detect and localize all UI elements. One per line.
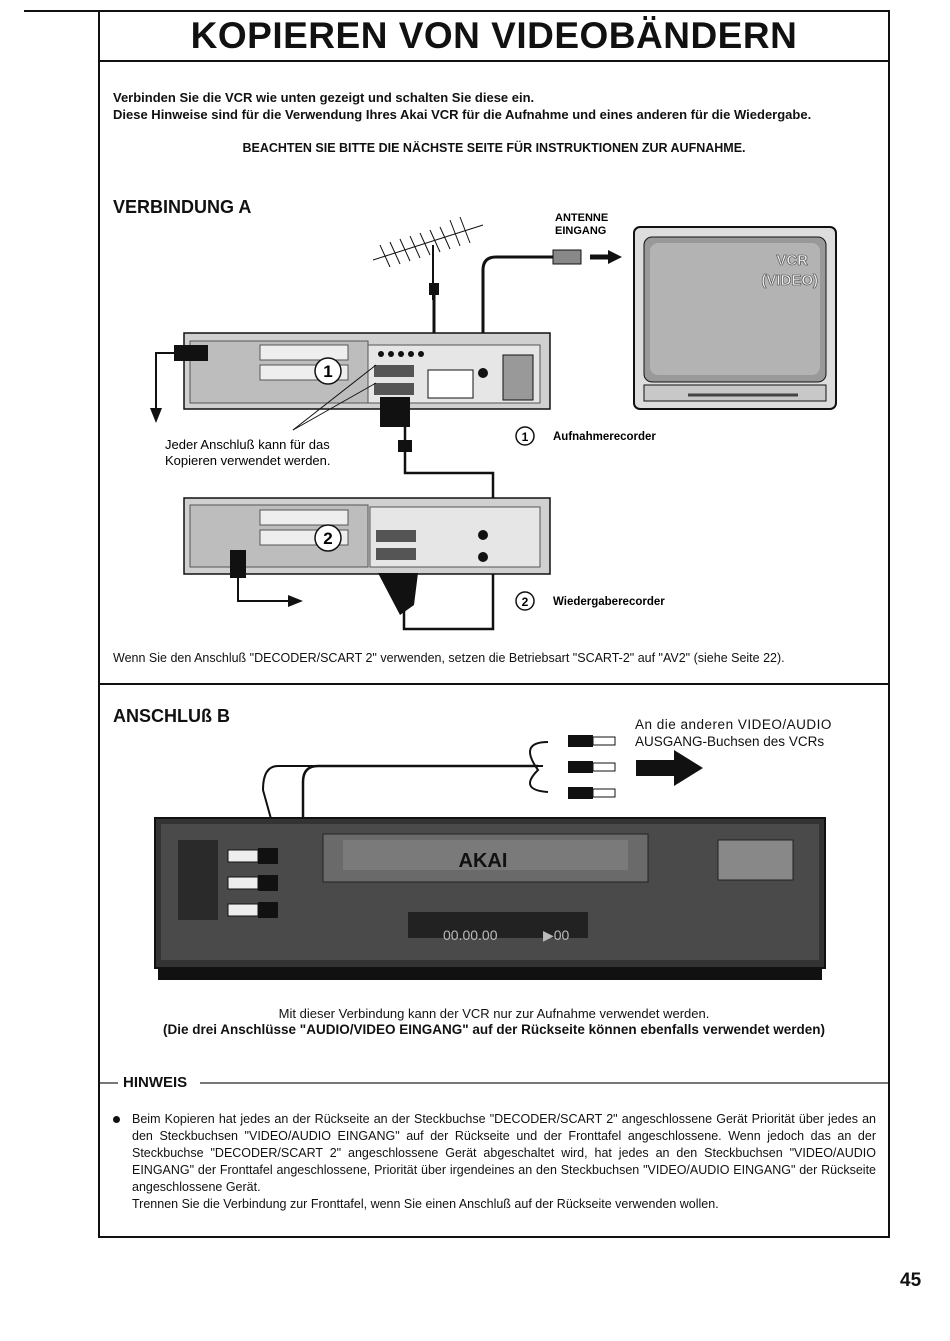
output-label-1: An die anderen VIDEO/AUDIO bbox=[635, 717, 832, 732]
recorder-2-label: 2 Wiedergaberecorder bbox=[515, 591, 665, 611]
antenna-icon bbox=[372, 216, 484, 300]
intro-line-2: Diese Hinweise sind für die Verwendung I… bbox=[113, 107, 812, 122]
page-title: KOPIEREN VON VIDEOBÄNDERN bbox=[98, 10, 890, 62]
brand-logo: AKAI bbox=[459, 850, 508, 872]
instruction-note: BEACHTEN SIE BITTE DIE NÄCHSTE SEITE FÜR… bbox=[242, 141, 746, 155]
any-connector-text-2: Kopieren verwendet werden. bbox=[165, 453, 331, 468]
section-divider bbox=[98, 683, 890, 685]
vcr-front-icon: AKAI 00.00.00 ▶00 bbox=[154, 817, 826, 980]
hinweis-text: Beim Kopieren hat jedes an der Rückseite… bbox=[132, 1112, 876, 1194]
connection-b-heading: ANSCHLUß B bbox=[113, 706, 230, 726]
display-counter: 00.00.00 bbox=[443, 927, 498, 943]
hinweis-heading: HINWEIS bbox=[123, 1074, 188, 1091]
connection-b-diagram: AKAI 00.00.00 ▶00 bbox=[154, 735, 826, 980]
display-mode: ▶00 bbox=[543, 927, 570, 943]
svg-text:2: 2 bbox=[522, 595, 529, 609]
rca-plugs-icon bbox=[568, 735, 616, 799]
bullet-icon bbox=[113, 1116, 120, 1123]
antenna-label-1: ANTENNE bbox=[555, 212, 608, 224]
hinweis-paragraph: Beim Kopieren hat jedes an der Rückseite… bbox=[132, 1111, 876, 1213]
connection-a-heading: VERBINDUNG A bbox=[113, 197, 252, 217]
hinweis-rule-left bbox=[100, 1082, 118, 1084]
top-rule bbox=[24, 10, 100, 12]
antenna-label-2: EINGANG bbox=[555, 225, 606, 237]
page-frame bbox=[98, 10, 890, 1238]
recorder-2-icon: 2 bbox=[183, 497, 551, 575]
svg-text:Aufnahmerecorder: Aufnahmerecorder bbox=[553, 431, 656, 443]
recorder-1-badge: 1 bbox=[323, 362, 332, 381]
intro-line-1: Verbinden Sie die VCR wie unten gezeigt … bbox=[113, 90, 535, 105]
arrow-right-icon bbox=[636, 750, 703, 786]
tv-icon: VCR (VIDEO) bbox=[633, 226, 837, 410]
output-label-2: AUSGANG-Buchsen des VCRs bbox=[635, 734, 825, 749]
recorder-1-label: 1 Aufnahmerecorder bbox=[515, 426, 656, 446]
svg-text:Wiedergaberecorder: Wiedergaberecorder bbox=[553, 596, 665, 608]
svg-text:1: 1 bbox=[522, 430, 529, 444]
connection-a-diagram: ANTENNE EINGANG VCR (VIDEO) 1 Jeder Ansc… bbox=[150, 212, 837, 631]
page-number: 45 bbox=[900, 1270, 922, 1291]
tv-label-2: (VIDEO) bbox=[761, 272, 818, 289]
hinweis-rule-right bbox=[200, 1082, 888, 1084]
recorder-2-badge: 2 bbox=[323, 529, 332, 548]
hinweis-text-2: Trennen Sie die Verbindung zur Fronttafe… bbox=[132, 1197, 719, 1211]
decoder-note: Wenn Sie den Anschluß "DECODER/SCART 2" … bbox=[113, 651, 785, 665]
caption-line-1: Mit dieser Verbindung kann der VCR nur z… bbox=[278, 1006, 710, 1021]
any-connector-text-1: Jeder Anschluß kann für das bbox=[165, 437, 330, 452]
tv-label-1: VCR bbox=[776, 252, 808, 269]
caption-line-2: (Die drei Anschlüsse "AUDIO/VIDEO EINGAN… bbox=[163, 1022, 825, 1037]
recorder-1-icon: 1 bbox=[183, 332, 551, 410]
